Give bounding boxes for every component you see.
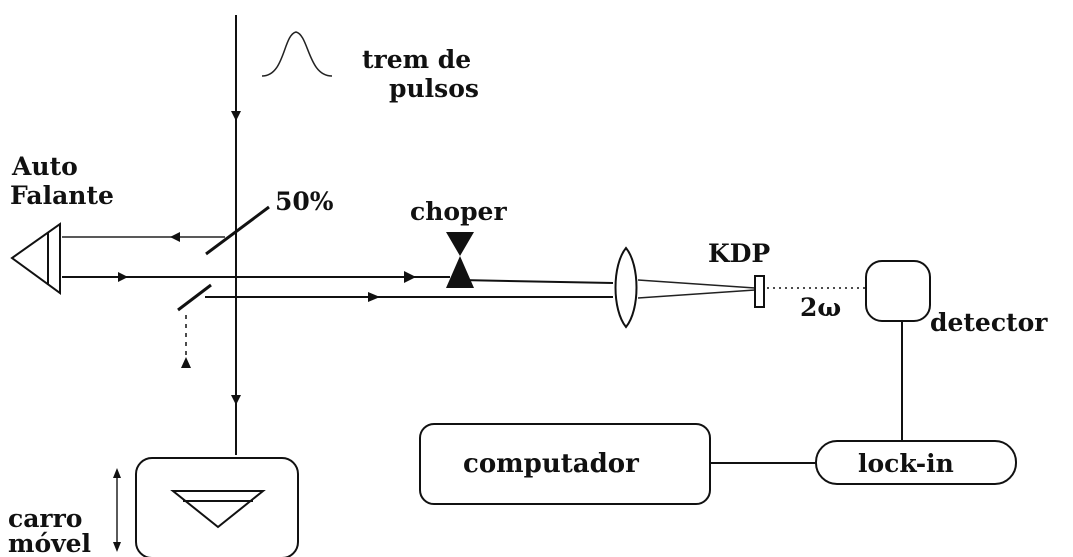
focus-beam-top	[637, 279, 756, 289]
second-harmonic-label: 2ω	[800, 293, 841, 322]
focus-beam-bottom	[637, 289, 756, 299]
upper-beam-to-lens	[459, 279, 614, 284]
arrow-left-icon	[170, 232, 180, 242]
pulse-train-label-2: pulsos	[389, 74, 479, 103]
lens-icon	[614, 246, 638, 329]
arrow-down-icon	[231, 395, 241, 405]
detector-label: detector	[930, 308, 1048, 337]
arrow-right-icon	[368, 292, 380, 302]
arrow-up-icon	[181, 357, 191, 368]
moving-cart-box	[135, 457, 299, 557]
kdp-crystal	[754, 275, 765, 308]
speaker-retroreflector	[10, 222, 61, 295]
pulse-train-label-1: trem de	[362, 45, 471, 74]
computer-box	[419, 423, 711, 505]
arrow-right-icon	[118, 272, 128, 282]
cart-label-1: carro	[8, 504, 82, 533]
detector-box	[865, 260, 931, 322]
speaker-label-2: Falante	[10, 181, 114, 210]
chopper-label: choper	[410, 197, 507, 226]
fixed-mirror	[177, 283, 212, 312]
arrow-down-icon	[231, 111, 241, 121]
cart-retroreflector	[170, 490, 266, 529]
kdp-label: KDP	[708, 239, 770, 268]
computer-label: computador	[463, 449, 639, 479]
gaussian-pulse-icon	[261, 31, 333, 77]
beamsplitter-label: 50%	[275, 187, 334, 216]
lockin-label: lock-in	[858, 449, 954, 478]
speaker-label-1: Auto	[11, 152, 78, 181]
arrow-right-icon	[404, 271, 416, 283]
beamsplitter-mirror	[205, 205, 270, 256]
chopper-icon	[446, 232, 474, 288]
arrow-down-icon	[113, 542, 121, 552]
arrow-up-icon	[113, 468, 121, 478]
cart-label-2: móvel	[8, 529, 91, 557]
